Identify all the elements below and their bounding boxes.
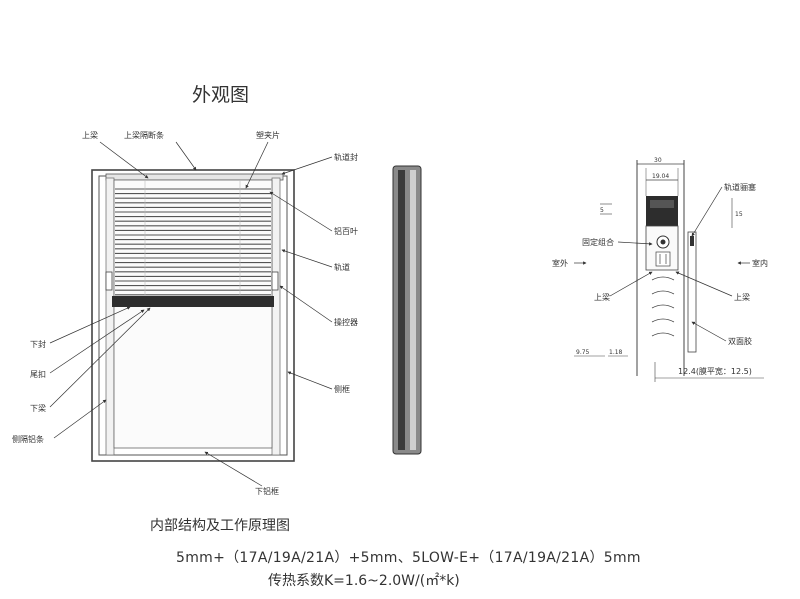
label-controller: 操控器 xyxy=(334,317,358,327)
label-bottom-seal: 下封 xyxy=(30,339,46,349)
label-double-sealant: 双面胶 xyxy=(728,336,752,346)
label-fixed-assembly: 固定组合 xyxy=(582,237,614,247)
left-controller xyxy=(105,271,113,291)
label-clip: 塑夹片 xyxy=(256,130,280,140)
label-top-beam-left: 上梁 xyxy=(594,293,610,302)
side-profile-light-strip xyxy=(410,170,416,450)
label-side-frame: 侧框 xyxy=(334,384,350,394)
side-profile xyxy=(392,165,422,455)
label-track-brush: 轨道骊塞 xyxy=(724,182,756,192)
internal-structure-title: 内部结构及工作原理图 xyxy=(150,518,290,534)
left-track xyxy=(105,177,115,456)
right-track xyxy=(271,177,281,456)
label-top-beam-right: 上梁 xyxy=(734,293,750,302)
cross-section-labels: 轨道骊塞 固定组合 室外 室内 上梁 上梁 双面胶 xyxy=(552,182,768,346)
label-track-seal: 轨道封 xyxy=(334,152,358,162)
glass-spec-line: 5mm+（17A/19A/21A）+5mm、5LOW-E+（17A/19A/21… xyxy=(176,550,641,566)
front-view xyxy=(91,169,295,462)
label-bottom-frame: 下铝框 xyxy=(255,486,279,496)
louver-slats xyxy=(115,188,271,296)
right-controller xyxy=(271,271,279,291)
label-top-beam-spacer: 上梁隔断条 xyxy=(124,130,164,140)
side-profile-body xyxy=(392,165,422,455)
label-tail-clip: 尾扣 xyxy=(30,369,46,379)
label-outdoor: 室外 xyxy=(552,258,568,268)
exterior-view-title: 外观图 xyxy=(192,84,250,106)
dim-1-18: 1.18 xyxy=(609,349,623,356)
label-indoor: 室内 xyxy=(752,258,768,268)
side-profile-dark-strip xyxy=(398,170,405,450)
label-top-beam: 上梁 xyxy=(82,131,98,140)
cross-section: 30 19.04 5 15 9.75 1.18 12.4(膜平宽：12.5) xyxy=(574,157,764,382)
dim-5: 5 xyxy=(600,207,604,214)
glass-pane xyxy=(113,179,273,449)
dim-width-total: 30 xyxy=(654,157,662,164)
label-bottom-beam: 下梁 xyxy=(30,404,46,413)
label-glass-note: 12.4(膜平宽：12.5) xyxy=(678,366,752,376)
front-view-labels: 上梁 上梁隔断条 塑夹片 轨道封 铝百叶 轨道 操控器 侧框 下封 尾扣 下梁 … xyxy=(12,130,358,496)
bottom-rail xyxy=(112,296,274,307)
dim-15: 15 xyxy=(735,211,743,218)
heat-coefficient-line: 传热系数K=1.6~2.0W/(㎡*k) xyxy=(268,573,460,589)
dim-width-inner: 19.04 xyxy=(652,173,669,180)
label-louver: 铝百叶 xyxy=(334,226,358,236)
label-track: 轨道 xyxy=(334,262,350,272)
label-side-spacer: 侧隔铝条 xyxy=(12,434,44,444)
dim-9-75: 9.75 xyxy=(576,349,590,356)
top-beam xyxy=(105,173,284,181)
